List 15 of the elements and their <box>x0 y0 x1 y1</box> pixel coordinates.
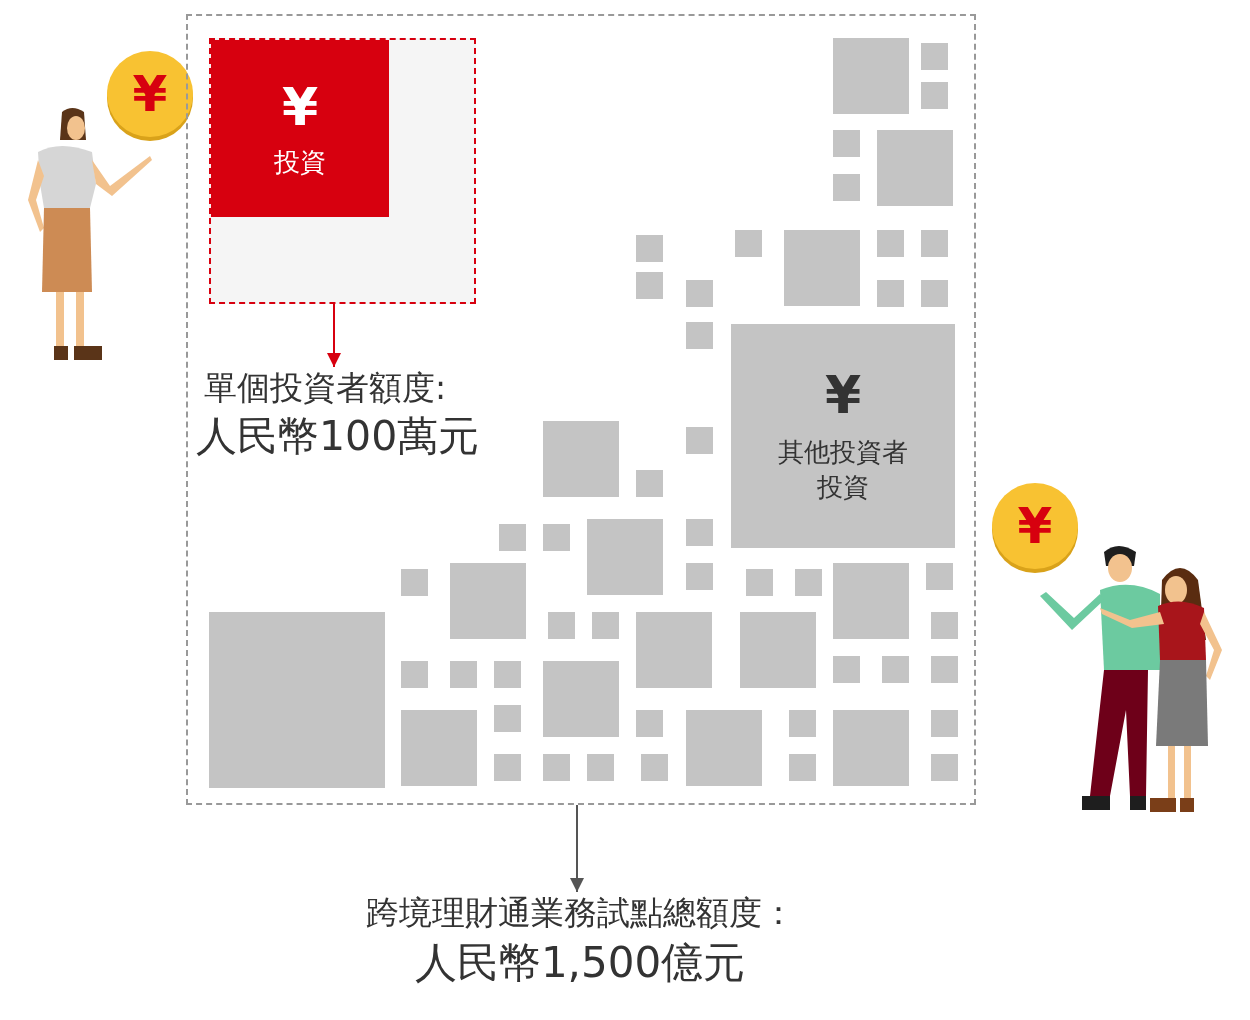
box-text: 其他投資者投資 <box>777 435 909 504</box>
currency-symbol: ¥ <box>132 69 168 119</box>
investment-box <box>211 40 389 217</box>
quota-label: 單個投資者額度: <box>203 367 448 409</box>
quota-label: 跨境理財通業務試點總額度： <box>364 892 796 934</box>
quota-amount: 人民幣1,500億元 <box>413 936 747 989</box>
investor-quota-frame <box>209 38 476 304</box>
quota-amount: 人民幣100萬元 <box>196 410 481 462</box>
currency-symbol: ¥ <box>281 79 319 137</box>
arrow <box>327 303 341 368</box>
currency-symbol: ¥ <box>824 367 862 425</box>
currency-symbol: ¥ <box>1017 501 1053 551</box>
arrow <box>570 804 584 893</box>
box-text: 投資 <box>274 146 326 178</box>
other-investors-box <box>731 324 955 548</box>
